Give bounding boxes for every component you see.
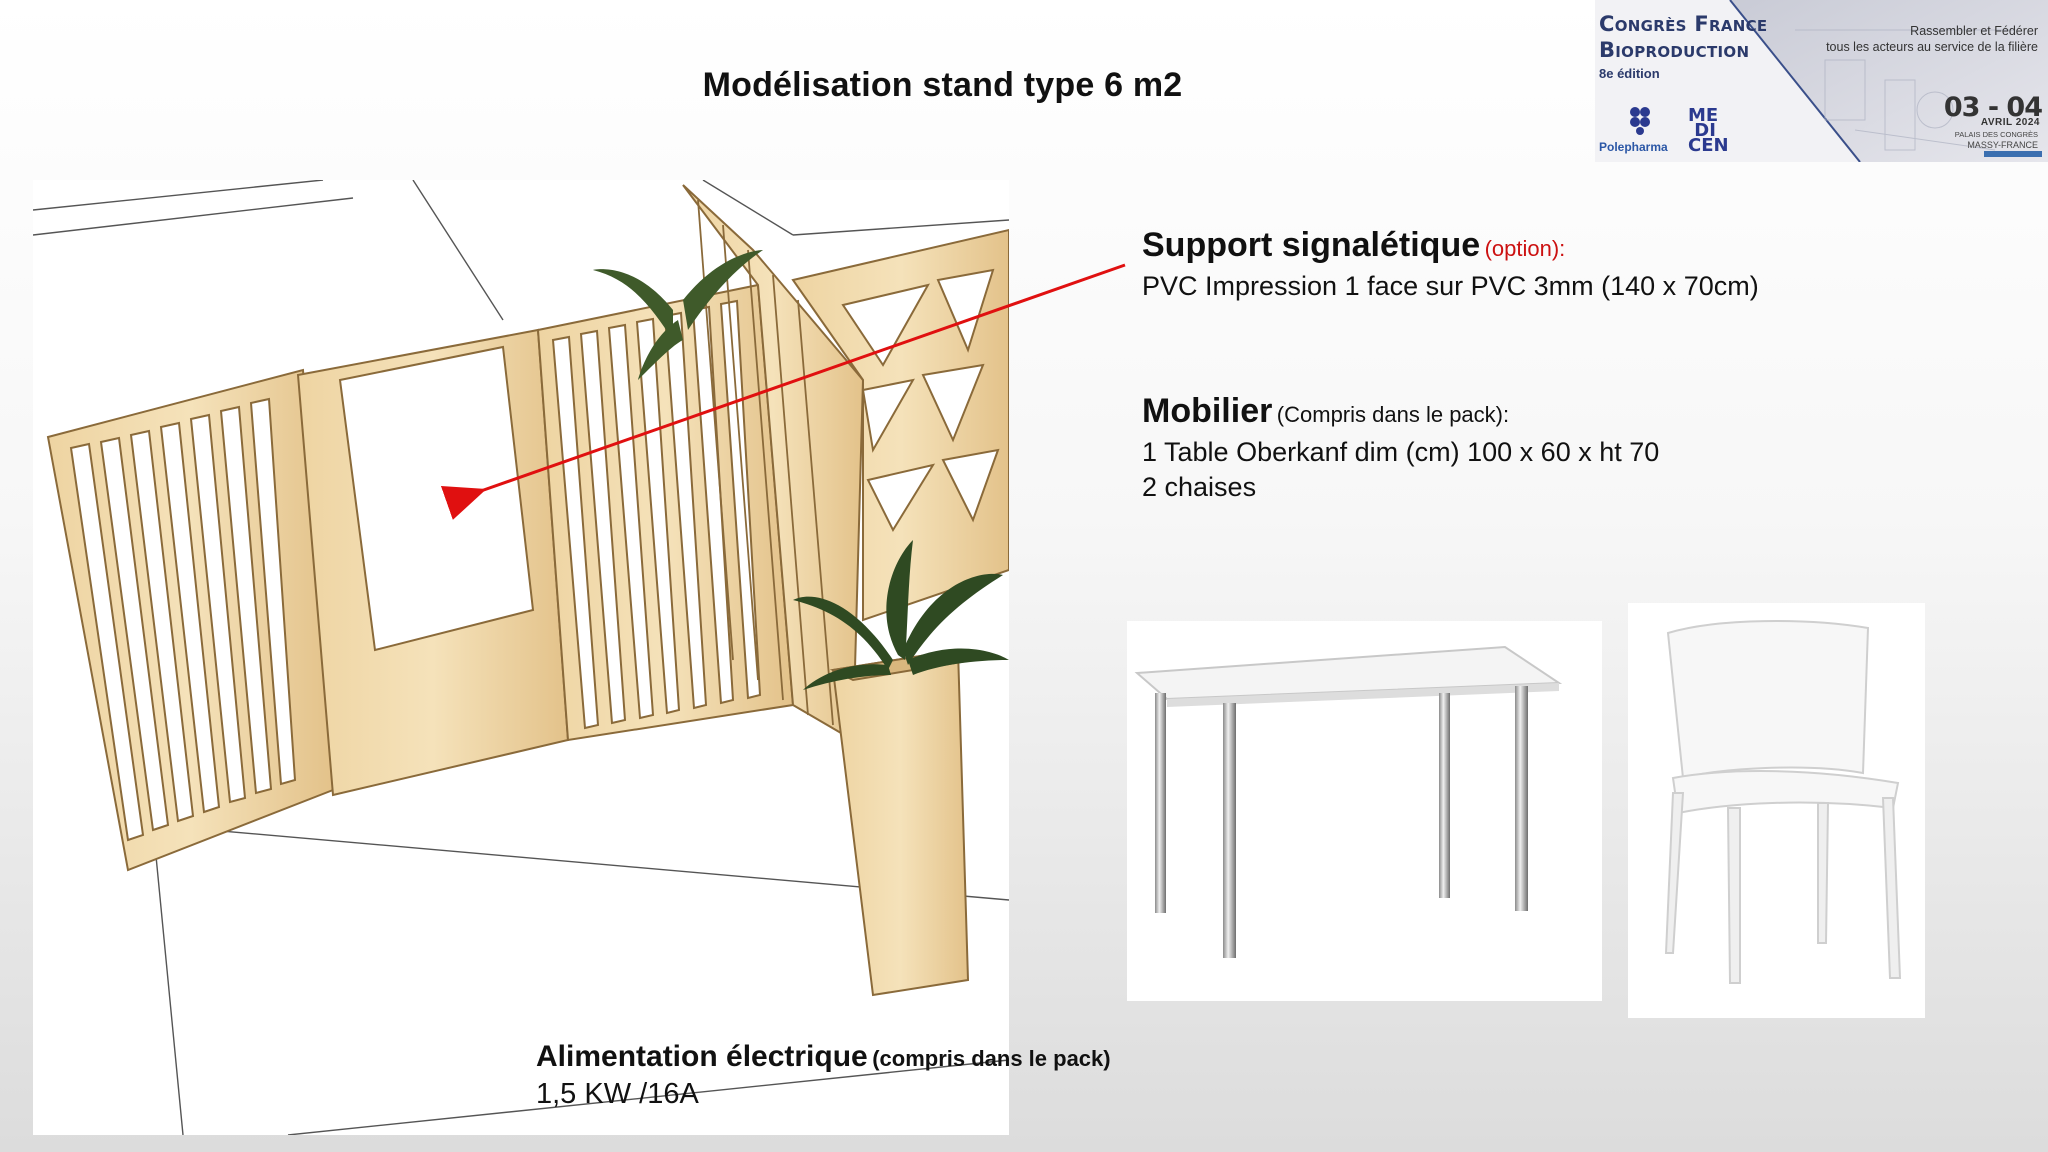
- polepharma-label: Polepharma: [1599, 140, 1668, 154]
- table-image: [1134, 645, 1563, 958]
- electric-heading: Alimentation électrique: [536, 1040, 868, 1073]
- page-title: Modélisation stand type 6 m2: [702, 66, 1183, 104]
- banner-url-strip: [1984, 151, 2042, 157]
- mobilier-item-chairs: 2 chaises: [1142, 472, 1257, 502]
- support-detail: PVC Impression 1 face sur PVC 3mm (140 x…: [1142, 271, 1759, 301]
- electric-note: (compris dans le pack): [872, 1046, 1111, 1071]
- banner-title-line1: Congrès France: [1599, 12, 1768, 36]
- mobilier-section: Mobilier (Compris dans le pack): 1 Table…: [1142, 392, 1659, 503]
- electric-section: Alimentation électrique (compris dans le…: [536, 1040, 1111, 1111]
- stand-render: [33, 180, 1009, 1135]
- polepharma-logo-icon: [1630, 107, 1650, 135]
- banner-dates: 03 - 04: [1943, 92, 2043, 123]
- banner-tagline-2: tous les acteurs au service de la filièr…: [1826, 40, 2038, 54]
- electric-value: 1,5 KW /16A: [536, 1078, 699, 1110]
- banner-tagline-1: Rassembler et Fédérer: [1910, 24, 2038, 38]
- banner-month: AVRIL 2024: [1980, 117, 2040, 128]
- mobilier-item-table: 1 Table Oberkanf dim (cm) 100 x 60 x ht …: [1142, 437, 1660, 467]
- support-heading: Support signalétique: [1142, 226, 1481, 264]
- mobilier-heading: Mobilier: [1142, 392, 1273, 430]
- banner-place-1: PALAIS DES CONGRÈS: [1954, 130, 2038, 139]
- event-banner: Congrès France Bioproduction 8e édition …: [1595, 0, 2048, 162]
- banner-title-line2: Bioproduction: [1599, 38, 1750, 62]
- support-section: Support signalétique (option): PVC Impre…: [1142, 226, 1759, 302]
- chair-image: [1664, 620, 1902, 984]
- banner-edition: 8e édition: [1599, 66, 1660, 81]
- chair-photo: [1628, 603, 1925, 1018]
- support-option: (option):: [1484, 236, 1566, 261]
- table-photo: [1127, 621, 1602, 1001]
- banner-background: [1729, 0, 2048, 162]
- banner-place-2: MASSY-FRANCE: [1967, 140, 2038, 150]
- stand-model-drawing: [33, 180, 1009, 1135]
- mobilier-note: (Compris dans le pack):: [1276, 402, 1510, 427]
